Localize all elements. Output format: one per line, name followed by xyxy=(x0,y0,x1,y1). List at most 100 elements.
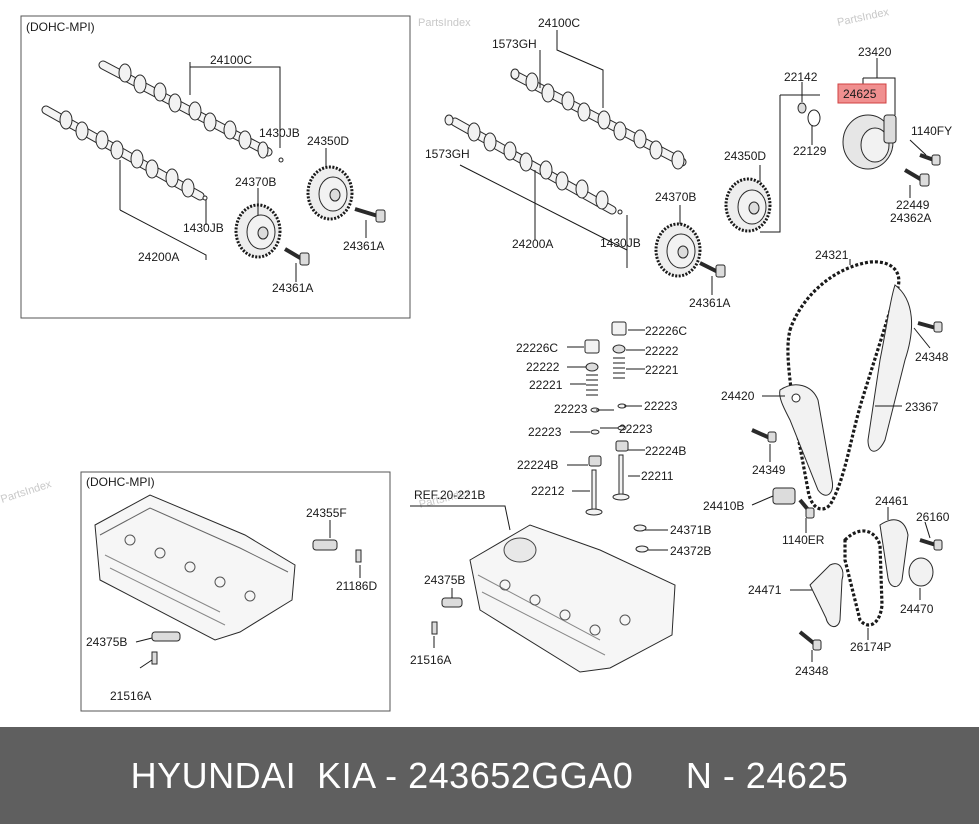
part-label: 24200A xyxy=(512,237,553,251)
washer-icon xyxy=(807,109,821,127)
pin-icon xyxy=(278,157,284,163)
part-label: 22449 xyxy=(896,198,930,212)
part-label: 24348 xyxy=(795,664,829,678)
part-label: 24420 xyxy=(721,389,755,403)
part-label: 1573GH xyxy=(425,147,470,161)
part-label: 22224B xyxy=(517,458,558,472)
part-label: 22222 xyxy=(526,360,560,374)
part-label: 24361A xyxy=(689,296,730,310)
part-label: 22129 xyxy=(793,144,827,158)
part-label-highlighted[interactable]: 24625 xyxy=(843,87,877,101)
timing-chain xyxy=(786,260,901,511)
ocv-valve xyxy=(312,539,338,551)
part-label: 22142 xyxy=(784,70,818,84)
panel-top-left xyxy=(20,15,411,319)
tensioner-arm xyxy=(779,384,834,496)
part-label: 24362A xyxy=(890,211,931,225)
bearing-cap xyxy=(633,524,647,532)
footer-code: N - 24625 xyxy=(685,754,849,796)
oil-pump-chain xyxy=(843,529,884,627)
cvvt-sprocket-lower xyxy=(654,222,702,278)
footer-bar: HYUNDAI KIA - 243652GGA0 N - 24625 xyxy=(0,727,979,824)
part-label: 24200A xyxy=(138,250,179,264)
bolt-icon xyxy=(431,621,438,635)
part-label: 24349 xyxy=(752,463,786,477)
part-label: 22223 xyxy=(528,425,562,439)
part-label: 22221 xyxy=(645,363,679,377)
part-label: 24350D xyxy=(307,134,349,148)
part-label: 24361A xyxy=(343,239,384,253)
oil-pump-tensioner xyxy=(879,519,909,587)
oil-pump-guide xyxy=(809,563,844,627)
bolt-icon xyxy=(354,207,386,223)
highlight-box[interactable] xyxy=(837,83,887,104)
part-label: 26174P xyxy=(850,640,891,654)
part-label: 23420 xyxy=(858,45,892,59)
exploded-parts-diagram: PartsIndex PartsIndex PartsIndex PartsIn… xyxy=(0,6,952,712)
part-label: REF.20-221B xyxy=(414,488,485,502)
part-label: 24361A xyxy=(272,281,313,295)
part-label: 1430JB xyxy=(183,221,224,235)
panel-bottom-left xyxy=(80,471,391,712)
part-label: 22211 xyxy=(641,469,674,483)
camshaft-lower xyxy=(450,117,617,215)
bolt-icon xyxy=(283,247,310,266)
part-label: 22223 xyxy=(644,399,678,413)
part-label: 22224B xyxy=(645,444,686,458)
bolt-icon xyxy=(151,651,158,665)
part-label: 1430JB xyxy=(259,126,300,140)
footer-brand-part-number: HYUNDAI KIA - 243652GGA0 xyxy=(130,754,634,796)
part-label: 24370B xyxy=(655,190,696,204)
bolt-icon xyxy=(751,428,777,443)
valve-train xyxy=(584,321,630,516)
part-label: 24100C xyxy=(210,53,252,67)
watermark: PartsIndex xyxy=(418,17,471,29)
sensor-icon xyxy=(441,597,463,608)
pin-icon xyxy=(617,209,623,215)
oil-pump-sprocket xyxy=(908,557,934,587)
part-label: 24321 xyxy=(815,248,849,262)
part-label: 24371B xyxy=(670,523,711,537)
bolt-icon xyxy=(903,168,930,187)
cylinder-head-main xyxy=(469,524,676,673)
part-label: 23367 xyxy=(905,400,939,414)
part-label: 24350D xyxy=(724,149,766,163)
part-label: 22226C xyxy=(516,341,558,355)
panel-header: (DOHC-MPI) xyxy=(26,20,95,34)
camshaft-upper xyxy=(98,60,273,159)
part-label: 26160 xyxy=(916,510,950,524)
part-label: 22222 xyxy=(645,344,679,358)
part-label: 22223 xyxy=(619,422,653,436)
part-label: 21186D xyxy=(336,579,377,593)
plug-icon xyxy=(444,114,454,126)
bolt-icon xyxy=(355,549,362,563)
plug-icon xyxy=(510,68,520,80)
part-label: 24471 xyxy=(748,583,782,597)
bolt-icon xyxy=(919,153,941,166)
part-label: 24372B xyxy=(670,544,711,558)
camshaft-upper xyxy=(510,70,687,170)
part-label: 24410B xyxy=(703,499,744,513)
part-label: 24355F xyxy=(306,506,347,520)
bolt-icon xyxy=(919,538,943,551)
part-label: 24470 xyxy=(900,602,934,616)
sensor-icon xyxy=(151,631,181,642)
camshaft-lower xyxy=(41,105,205,201)
panel-header: (DOHC-MPI) xyxy=(86,475,155,489)
part-label: 24348 xyxy=(915,350,949,364)
bearing-cap xyxy=(635,545,649,553)
part-label: 22226C xyxy=(645,324,687,338)
cvvt-sprocket-upper xyxy=(724,177,772,233)
part-label: 24370B xyxy=(235,175,276,189)
bolt-icon xyxy=(798,630,822,651)
part-label: 1140ER xyxy=(782,533,825,547)
chain-guide xyxy=(867,284,913,452)
part-label: 24375B xyxy=(424,573,465,587)
chain-tensioner xyxy=(772,487,796,505)
part-label: 24100C xyxy=(538,16,580,30)
pin-icon xyxy=(202,195,208,201)
part-label: 21516A xyxy=(410,653,451,667)
part-label: 24375B xyxy=(86,635,127,649)
part-label: 21516A xyxy=(110,689,151,703)
cylinder-head-left xyxy=(94,494,296,641)
